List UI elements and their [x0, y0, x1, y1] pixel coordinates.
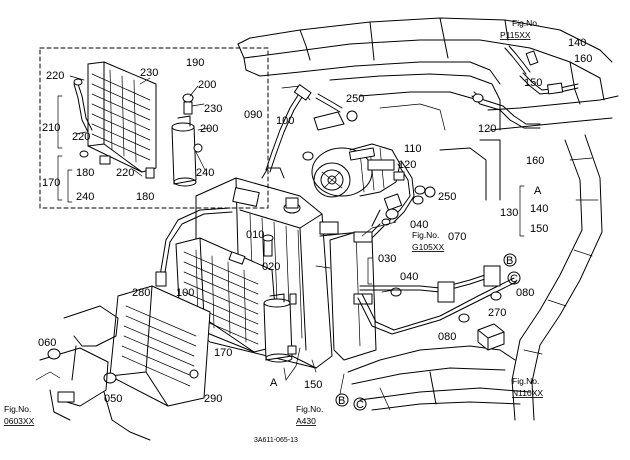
fig-p115-title: Fig.No. — [512, 18, 539, 28]
part-270-block — [477, 323, 505, 351]
ac-pipe-upper — [471, 45, 579, 129]
part-labels: 140 160 150 120 160 220 230 190 200 230 … — [38, 37, 592, 411]
label-150: 150 — [524, 77, 542, 89]
label-210: 210 — [42, 122, 60, 134]
label-150: 150 — [304, 379, 322, 391]
front-screen-panel — [103, 285, 211, 407]
label-140: 140 — [530, 203, 548, 215]
ac-pipe-lower — [357, 265, 517, 335]
label-A: A — [270, 377, 278, 389]
drawing-code: 3A611-065-13 — [254, 437, 298, 444]
circle-markers — [335, 253, 521, 411]
hose-090 — [265, 84, 358, 173]
label-230: 230 — [204, 103, 222, 115]
label-230: 230 — [140, 67, 158, 79]
label-140: 140 — [568, 37, 586, 49]
label-070: 070 — [448, 231, 466, 243]
label-250: 250 — [346, 93, 364, 105]
fig-0603-title: Fig.No. — [4, 404, 31, 414]
label-190: 190 — [186, 57, 204, 69]
label-170: 170 — [42, 177, 60, 189]
label-250: 250 — [438, 191, 456, 203]
label-130: 130 — [500, 207, 518, 219]
connector-lines — [285, 221, 397, 395]
label-200: 200 — [200, 123, 218, 135]
fasteners — [262, 186, 436, 305]
floor-frame — [347, 345, 531, 411]
label-240: 240 — [196, 167, 214, 179]
label-040: 040 — [400, 271, 418, 283]
label-010: 010 — [246, 229, 264, 241]
label-160: 160 — [526, 155, 544, 167]
label-A: A — [534, 185, 542, 197]
figure-references: Fig.No. P115XX Fig.No. G105XX Fig.No. N1… — [4, 18, 543, 426]
label-220: 220 — [116, 167, 134, 179]
label-080: 080 — [438, 331, 456, 343]
label-090: 090 — [244, 109, 262, 121]
fig-0603-ref[interactable]: 0603XX — [4, 416, 35, 426]
label-120: 120 — [478, 123, 496, 135]
label-270: 270 — [488, 307, 506, 319]
mounting-bracket — [329, 195, 424, 361]
label-240: 240 — [76, 191, 94, 203]
label-180: 180 — [76, 167, 94, 179]
label-100: 100 — [276, 115, 294, 127]
lower-left-frame — [35, 305, 151, 441]
label-050: 050 — [104, 393, 122, 405]
label-B: B — [338, 395, 345, 407]
fig-n110-title: Fig.No. — [512, 376, 539, 386]
label-110: 110 — [404, 143, 422, 155]
fig-g105-ref[interactable]: G105XX — [412, 242, 444, 252]
label-C: C — [356, 399, 364, 411]
label-200: 200 — [198, 79, 216, 91]
fig-p115-ref[interactable]: P115XX — [500, 30, 531, 40]
fig-g105-title: Fig.No. — [412, 230, 439, 240]
label-100: 100 — [176, 287, 194, 299]
label-220: 220 — [72, 131, 90, 143]
label-080: 080 — [516, 287, 534, 299]
label-150: 150 — [530, 223, 548, 235]
label-020: 020 — [262, 261, 280, 273]
label-220: 220 — [46, 70, 64, 82]
detail-box — [39, 47, 269, 209]
fig-a430-title: Fig.No. — [296, 404, 323, 414]
label-030: 030 — [378, 253, 396, 265]
label-C: C — [510, 273, 518, 285]
label-040: 040 — [410, 219, 428, 231]
tractor-frame-outline — [237, 17, 619, 201]
label-B: B — [506, 255, 513, 267]
label-290: 290 — [204, 393, 222, 405]
label-180: 180 — [136, 191, 154, 203]
compressor — [302, 143, 401, 198]
fig-n110-ref[interactable]: N110XX — [512, 388, 543, 398]
label-120: 120 — [398, 159, 416, 171]
label-170: 170 — [214, 347, 232, 359]
bracket-marks — [57, 95, 525, 285]
label-060: 060 — [38, 337, 56, 349]
fig-a430-ref[interactable]: A430 — [296, 416, 316, 426]
label-280: 280 — [132, 287, 150, 299]
label-160: 160 — [574, 53, 592, 65]
frame-tube — [511, 134, 603, 421]
